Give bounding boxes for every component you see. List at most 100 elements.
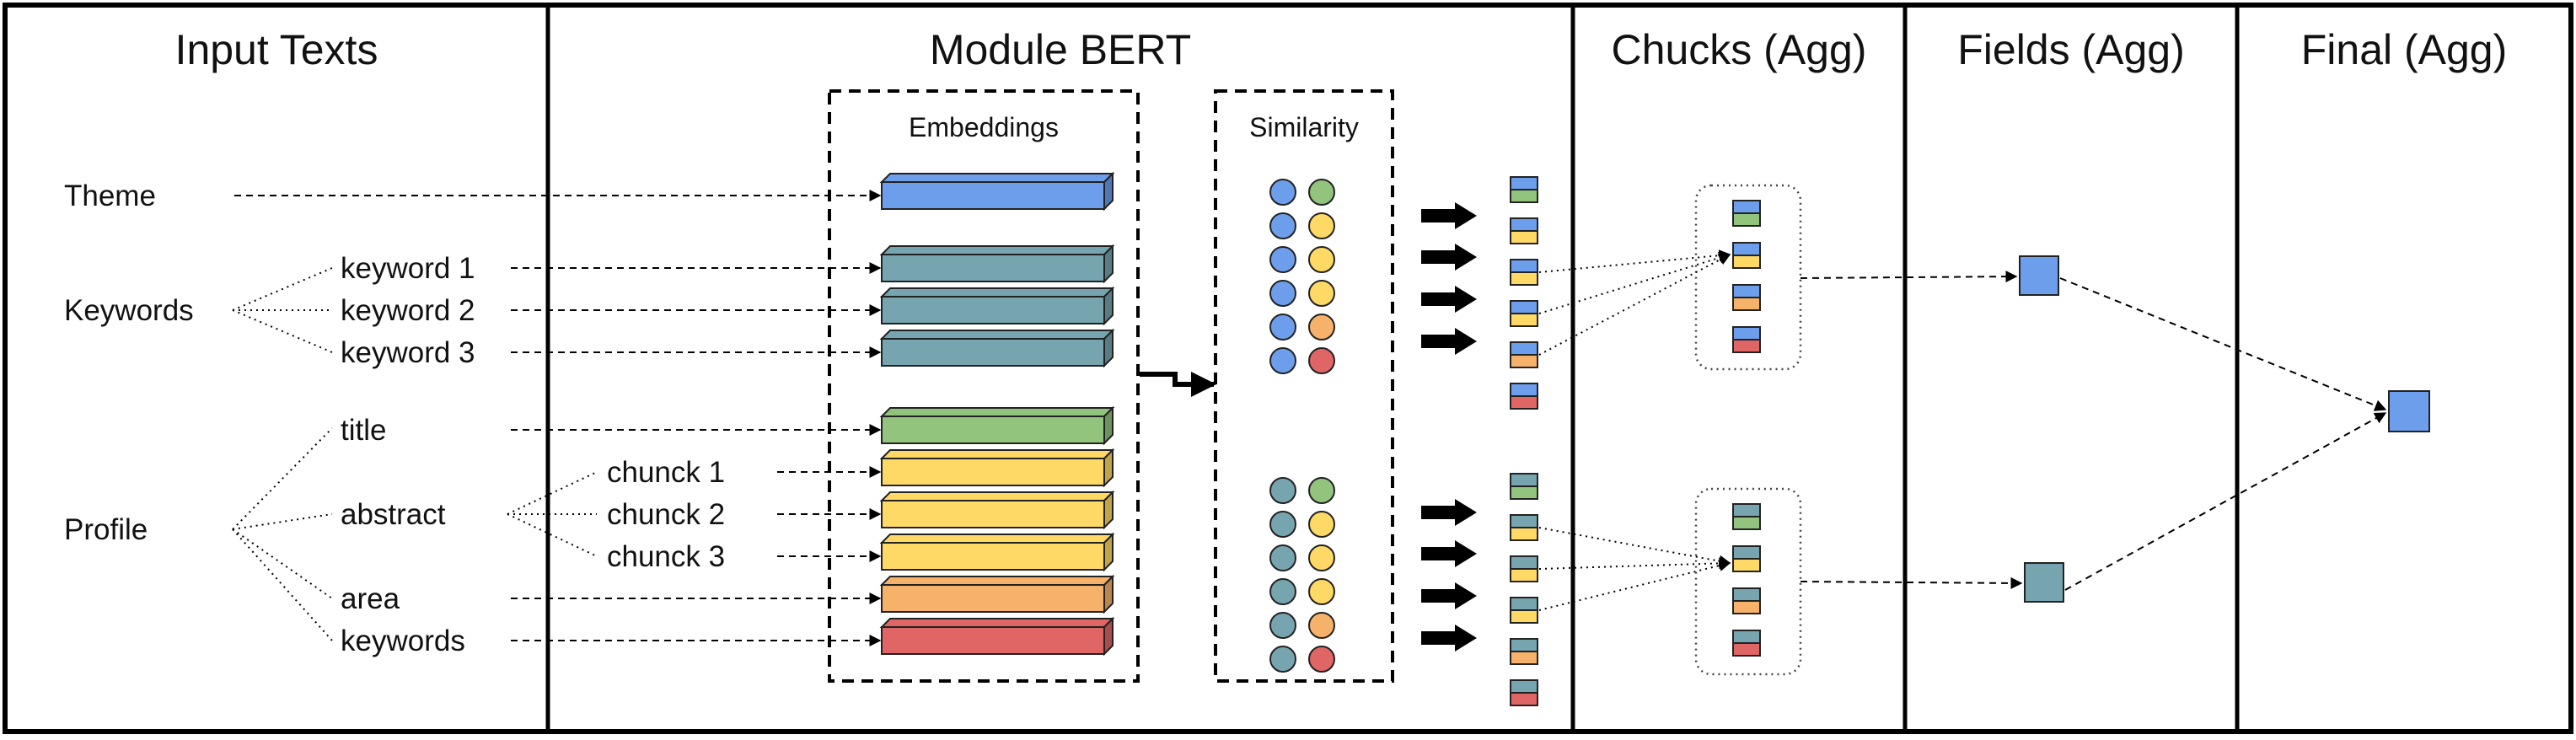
similarity-circle-yellow [1308,544,1335,571]
transfer-arrow [1421,625,1477,652]
transfer-arrow [1421,540,1477,567]
embedding-bar-teal [879,328,1115,368]
pair-stack [1510,597,1538,624]
pair-to-chunk-link [1538,527,1731,567]
embeddings-title: Embeddings [909,112,1059,142]
similarity-circle-teal [1269,477,1296,504]
similarity-circle-blue [1269,347,1296,374]
similarity-circle-orange [1308,314,1335,341]
profile-item-label: keywords [341,625,465,657]
chunk-to-field-link [1800,271,2018,283]
abstract-tree-connectors [507,471,598,557]
chunk-to-field-link [1800,576,2023,589]
chunk-stack [1732,587,1761,614]
similarity-circle-red [1308,646,1335,673]
pair-to-chunk-link [1538,557,1731,570]
embedding-bar-red [879,616,1115,657]
pair-stack [1510,341,1538,368]
embedding-bar-green [879,405,1115,446]
similarity-circle-yellow [1308,578,1335,605]
similarity-circle-teal [1269,544,1296,571]
transfer-arrow [1421,328,1477,355]
keyword-item-label: keyword 1 [341,252,475,285]
embedding-bar-blue [879,171,1115,212]
embedding-bar-teal [879,286,1115,326]
pair-to-chunk-link [1538,249,1731,273]
pair-stack [1510,300,1538,327]
header-final: Final (Agg) [2301,26,2508,73]
chunk-stack [1732,630,1761,657]
similarity-circle-red [1308,347,1335,374]
transfer-arrow [1421,499,1477,526]
chunk-stack [1732,242,1761,269]
pair-stack [1510,259,1538,286]
pair-stack [1510,217,1538,244]
similarity-circle-teal [1269,646,1296,673]
input-profile-label: Profile [64,513,148,546]
embedding-bar-teal [879,244,1115,284]
field-to-final-link [2059,277,2387,411]
profile-item-label: title [341,414,386,447]
embedding-bar-yellow [879,448,1115,488]
header-fields: Fields (Agg) [1957,26,2185,73]
chunk-stack [1732,503,1761,530]
similarity-circle-yellow [1308,246,1335,273]
pair-stack [1510,473,1538,500]
keyword-item-label: keyword 3 [341,336,475,369]
embedding-bar-orange [879,574,1115,614]
pair-stack [1510,383,1538,410]
header-module-bert: Module BERT [930,26,1191,73]
embedding-to-similarity-arrow [1140,372,1216,397]
pair-to-chunk-link [1538,560,1731,611]
similarity-circle-green [1308,477,1335,504]
similarity-circle-blue [1269,179,1296,206]
profile-tree-connectors [232,427,333,641]
similarity-circle-teal [1269,578,1296,605]
field-aggregate-square [2019,255,2059,296]
profile-item-label: area [341,582,400,615]
profile-item-label: abstract [341,498,446,531]
pair-stack [1510,679,1538,706]
chunk-stack [1732,200,1761,227]
pair-stack [1510,555,1538,582]
embeddings-box [828,89,1140,683]
similarity-circle-blue [1269,212,1296,239]
input-theme-label: Theme [64,180,156,212]
similarity-circle-teal [1269,612,1296,639]
outer-frame [3,3,2573,734]
pair-stack [1510,514,1538,541]
transfer-arrow [1421,286,1477,313]
pair-stack [1510,638,1538,665]
similarity-circle-orange [1308,612,1335,639]
chunk-stack [1732,545,1761,572]
similarity-circle-teal [1269,511,1296,538]
similarity-circle-blue [1269,246,1296,273]
keyword-tree-connectors [232,267,333,353]
header-chunks: Chucks (Agg) [1612,26,1867,73]
pair-stack [1510,176,1538,203]
similarity-circle-yellow [1308,280,1335,307]
similarity-box [1214,89,1394,683]
similarity-title: Similarity [1249,112,1359,142]
embedding-bar-yellow [879,532,1115,572]
final-aggregate-square [2388,390,2430,432]
input-keywords-label: Keywords [64,294,194,327]
field-aggregate-square [2024,562,2064,603]
pair-to-chunk-link [1538,254,1731,356]
header-input-texts: Input Texts [175,26,378,73]
keyword-item-label: keyword 2 [341,294,475,327]
field-to-final-link [2064,412,2387,591]
input-to-embedding-arrows [234,190,882,646]
chunk-group [1538,487,1802,676]
transfer-arrow [1421,582,1477,609]
similarity-circle-green [1308,179,1335,206]
similarity-circle-blue [1269,280,1296,307]
transfer-arrow [1421,202,1477,229]
chunk-stack [1732,326,1761,353]
similarity-circle-blue [1269,314,1296,341]
transfer-arrow [1421,244,1477,271]
pair-to-chunk-link [1538,252,1731,314]
chunk-group [1538,184,1802,371]
similarity-circle-yellow [1308,212,1335,239]
